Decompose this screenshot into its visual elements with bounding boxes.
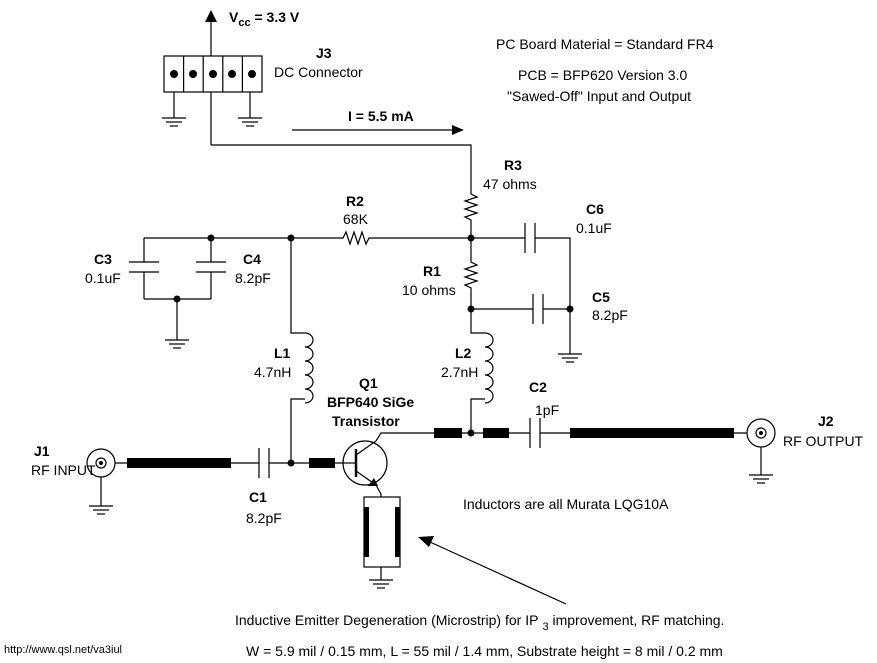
r2-resistor	[340, 230, 372, 246]
annotation-arrow	[418, 536, 567, 605]
c2-ref: C2	[529, 379, 547, 395]
c5-capacitor	[467, 294, 582, 363]
emitter-microstrip	[363, 496, 401, 589]
r3-ref: R3	[504, 157, 522, 173]
l2-inductor	[470, 309, 494, 433]
j1-desc: RF INPUT	[31, 462, 96, 478]
c3-c4-decoupling	[129, 238, 226, 349]
q1-transistor	[342, 432, 434, 497]
j1-rf-input	[86, 448, 116, 515]
pcb-version-note: PCB = BFP620 Version 3.0	[518, 67, 687, 83]
current-label: I = 5.5 mA	[348, 108, 414, 124]
vcc-label: Vcc = 3.3 V	[229, 9, 300, 29]
dimensions-note: W = 5.9 mil / 0.15 mm, L = 55 mil / 1.4 …	[246, 643, 723, 659]
output-network	[434, 428, 530, 438]
c4-ref: C4	[243, 251, 261, 267]
j1-ref: J1	[34, 443, 50, 459]
q1-ref: Q1	[359, 375, 378, 391]
r1-resistor	[463, 238, 479, 309]
c3-ref: C3	[94, 251, 112, 267]
sawed-off-note: "Sawed-Off" Input and Output	[507, 88, 691, 104]
board-material-note: PC Board Material = Standard FR4	[496, 36, 714, 52]
c3-value: 0.1uF	[85, 270, 121, 286]
l1-value: 4.7nH	[254, 364, 291, 380]
l1-inductor	[290, 238, 314, 464]
output-microstrip	[570, 428, 734, 438]
r3-value: 47 ohms	[483, 176, 537, 192]
r2-value: 68K	[343, 211, 369, 227]
j3-dc-connector	[162, 55, 263, 145]
r1-value: 10 ohms	[402, 282, 456, 298]
q1-type: Transistor	[332, 413, 400, 429]
l2-value: 2.7nH	[441, 364, 478, 380]
input-microstrip	[127, 458, 231, 468]
r2-ref: R2	[346, 193, 364, 209]
degeneration-note: Inductive Emitter Degeneration (Microstr…	[235, 612, 724, 633]
c6-ref: C6	[586, 201, 604, 217]
j2-ref: J2	[818, 413, 834, 429]
j3-ref: J3	[316, 45, 332, 61]
source-url: http://www.qsl.net/va3iul	[4, 644, 122, 656]
vcc-supply: Vcc = 3.3 V	[205, 9, 300, 56]
supply-wire	[211, 144, 472, 190]
c5-value: 8.2pF	[592, 307, 628, 323]
r3-resistor	[463, 190, 479, 238]
inductors-note: Inductors are all Murata LQG10A	[463, 496, 669, 512]
c4-value: 8.2pF	[235, 270, 271, 286]
current-arrow	[292, 125, 464, 135]
l1-ref: L1	[274, 345, 291, 361]
c1-value: 8.2pF	[246, 510, 282, 526]
c2-value: 1pF	[535, 402, 559, 418]
c5-ref: C5	[592, 289, 610, 305]
j3-desc: DC Connector	[274, 64, 363, 80]
c1-ref: C1	[249, 489, 267, 505]
j2-rf-output	[746, 418, 776, 484]
j2-desc: RF OUTPUT	[783, 433, 864, 449]
q1-part: BFP640 SiGe	[327, 394, 414, 410]
c1-capacitor	[258, 448, 343, 478]
c6-value: 0.1uF	[576, 220, 612, 236]
c6-capacitor	[524, 223, 571, 309]
l2-ref: L2	[455, 345, 472, 361]
r1-ref: R1	[423, 263, 441, 279]
